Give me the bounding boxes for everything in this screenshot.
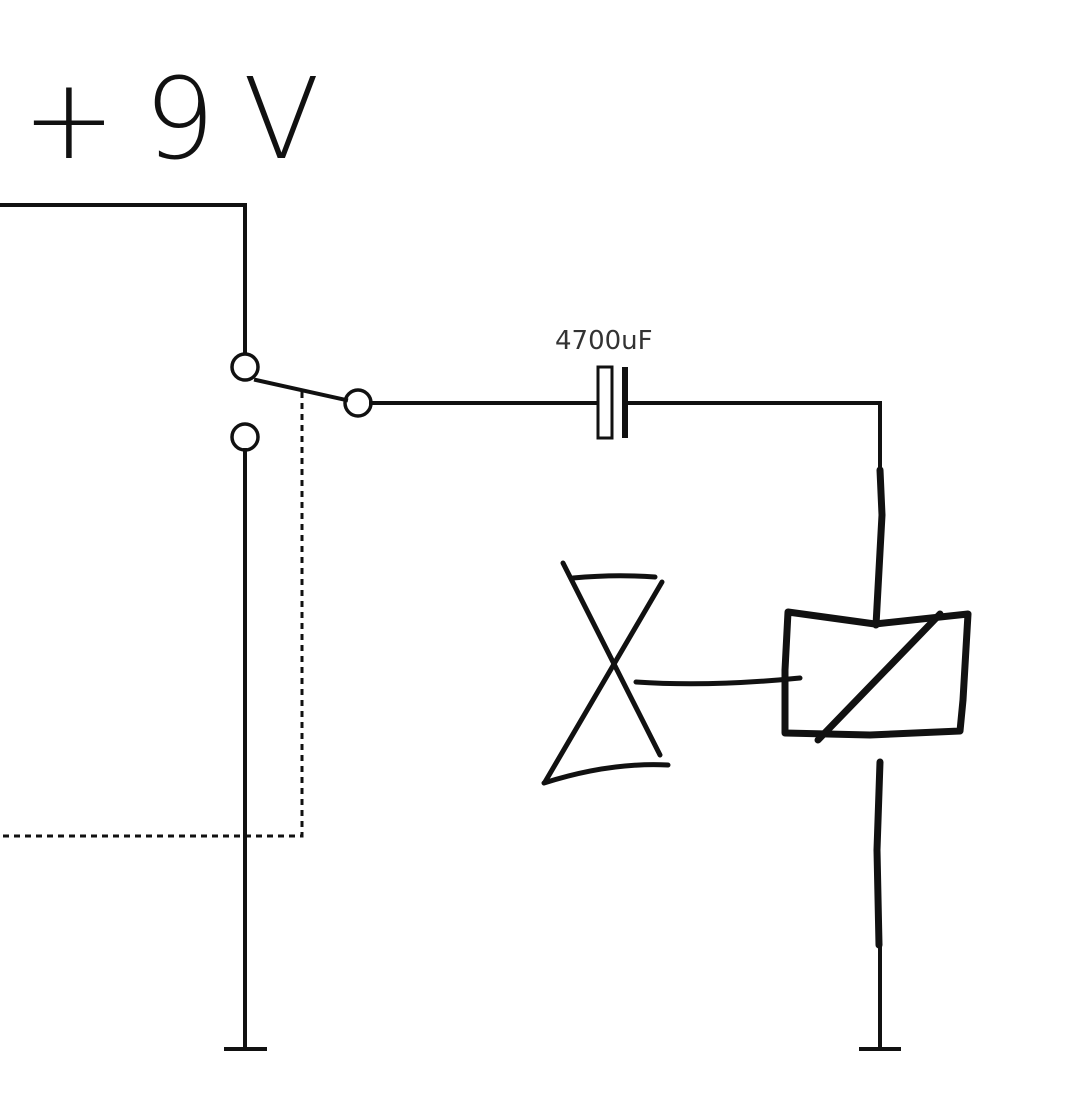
switch-common-contact: [230, 352, 260, 382]
supply-rail-wire: [0, 203, 247, 354]
relay-coil-icon: [781, 608, 972, 744]
valve-top-edge: [570, 573, 658, 581]
supply-voltage-label: +9V: [22, 55, 348, 185]
relay-coil-box: [781, 608, 972, 739]
relay-coil-diagonal: [814, 610, 944, 744]
valve-stroke-1: [560, 560, 663, 758]
switch-lever: [253, 377, 349, 403]
spdt-switch-icon: [230, 352, 373, 452]
valve-stroke-2: [542, 579, 665, 785]
switch-output-contact: [343, 388, 373, 418]
valve-to-relay-wire: [633, 675, 803, 687]
switch-linkage-dashed: [0, 392, 304, 838]
capacitor-positive-plate: [596, 365, 614, 440]
valve-bottom-edge: [541, 762, 671, 786]
switch-lower-contact: [230, 422, 260, 452]
relay-bottom-lead: [873, 758, 884, 949]
electrolytic-capacitor-icon: [596, 365, 628, 440]
capacitor-to-relay-wire: [626, 401, 882, 472]
valve-icon: [541, 560, 671, 786]
capacitor-value-label: 4700uF: [555, 326, 653, 356]
relay-top-lead: [872, 466, 886, 629]
